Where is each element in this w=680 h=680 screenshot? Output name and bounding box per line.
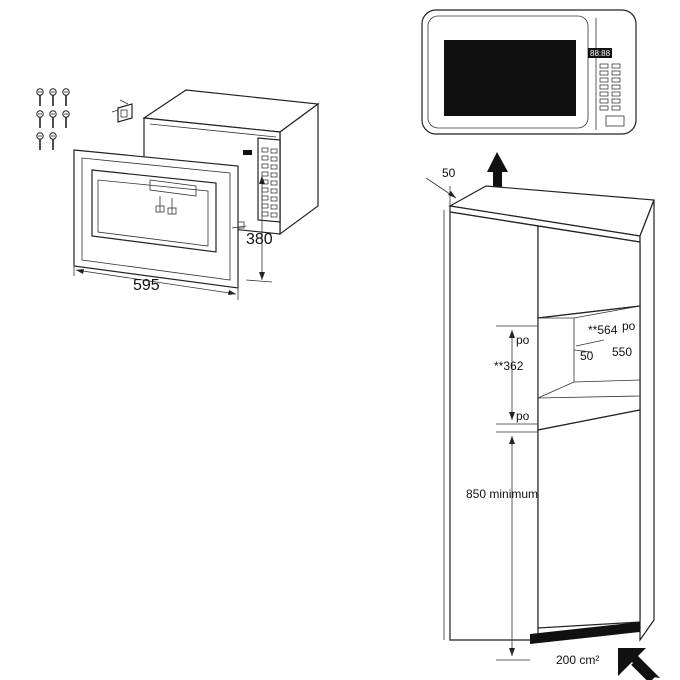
po-top-right: po — [622, 319, 636, 333]
po-top-left: po — [516, 333, 530, 347]
screws-set — [36, 88, 70, 150]
vent-arrow-icon — [618, 648, 660, 680]
vent-label: 200 cm² — [556, 653, 599, 667]
mounting-bracket-left — [111, 99, 133, 123]
front-button — [599, 98, 609, 104]
tall-cabinet — [443, 185, 655, 644]
front-button — [599, 70, 609, 76]
body-button — [270, 196, 278, 202]
front-button — [599, 77, 609, 83]
front-button — [611, 63, 621, 69]
body-button — [261, 195, 269, 201]
body-display — [243, 150, 252, 155]
front-button — [611, 77, 621, 83]
screw-icon — [62, 110, 70, 128]
body-button — [270, 172, 278, 178]
width-label: 595 — [133, 277, 160, 294]
front-button — [611, 84, 621, 90]
body-button — [270, 204, 278, 210]
top-offset-label: 50 — [442, 166, 456, 180]
plinth-vent — [530, 622, 640, 644]
body-button — [270, 164, 278, 170]
dimension-width: 595 — [73, 262, 239, 300]
screw-icon — [62, 88, 70, 106]
door-window — [444, 40, 576, 116]
height-label: 380 — [246, 231, 273, 248]
screw-icon — [49, 88, 57, 106]
opening-width-label: **564 — [588, 323, 618, 337]
dimension-opening: **564 po 550 50 — [573, 319, 636, 363]
front-button — [599, 63, 609, 69]
body-button — [270, 188, 278, 194]
body-button — [270, 156, 278, 162]
front-control-buttons — [599, 63, 621, 111]
front-button — [599, 84, 609, 90]
microwave-front: 88:88 — [421, 9, 637, 135]
body-button — [261, 187, 269, 193]
front-button — [611, 70, 621, 76]
body-button — [270, 212, 278, 218]
front-button — [599, 91, 609, 97]
body-button — [270, 180, 278, 186]
opening-depth-label: 550 — [612, 345, 632, 359]
display-panel — [588, 48, 612, 58]
opening-height-label: **362 — [494, 359, 524, 373]
up-arrow-icon — [487, 152, 508, 196]
trim-frame — [73, 149, 247, 289]
po-bottom-left: po — [516, 409, 530, 423]
body-button — [261, 211, 269, 217]
body-button — [261, 147, 269, 153]
floor-height-label: 850 minimum — [466, 487, 538, 501]
screw-icon — [36, 132, 44, 150]
body-control-buttons — [261, 147, 278, 218]
screw-icon — [36, 88, 44, 106]
body-button — [261, 155, 269, 161]
body-button — [261, 163, 269, 169]
dimension-opening-height: po **362 po — [494, 325, 538, 425]
front-button — [611, 105, 621, 111]
body-button — [270, 148, 278, 154]
front-button — [611, 98, 621, 104]
screw-icon — [49, 110, 57, 128]
body-button — [261, 203, 269, 209]
dimension-top-offset: 50 — [425, 166, 457, 206]
front-button — [599, 105, 609, 111]
dimension-floor-height: 850 minimum — [466, 431, 538, 661]
display-readout: 88:88 — [590, 49, 611, 58]
screw-icon — [36, 110, 44, 128]
front-button — [611, 91, 621, 97]
rear-offset-label: 50 — [580, 349, 594, 363]
dimension-height: 380 — [245, 176, 273, 283]
screw-icon — [49, 132, 57, 150]
body-button — [261, 171, 269, 177]
